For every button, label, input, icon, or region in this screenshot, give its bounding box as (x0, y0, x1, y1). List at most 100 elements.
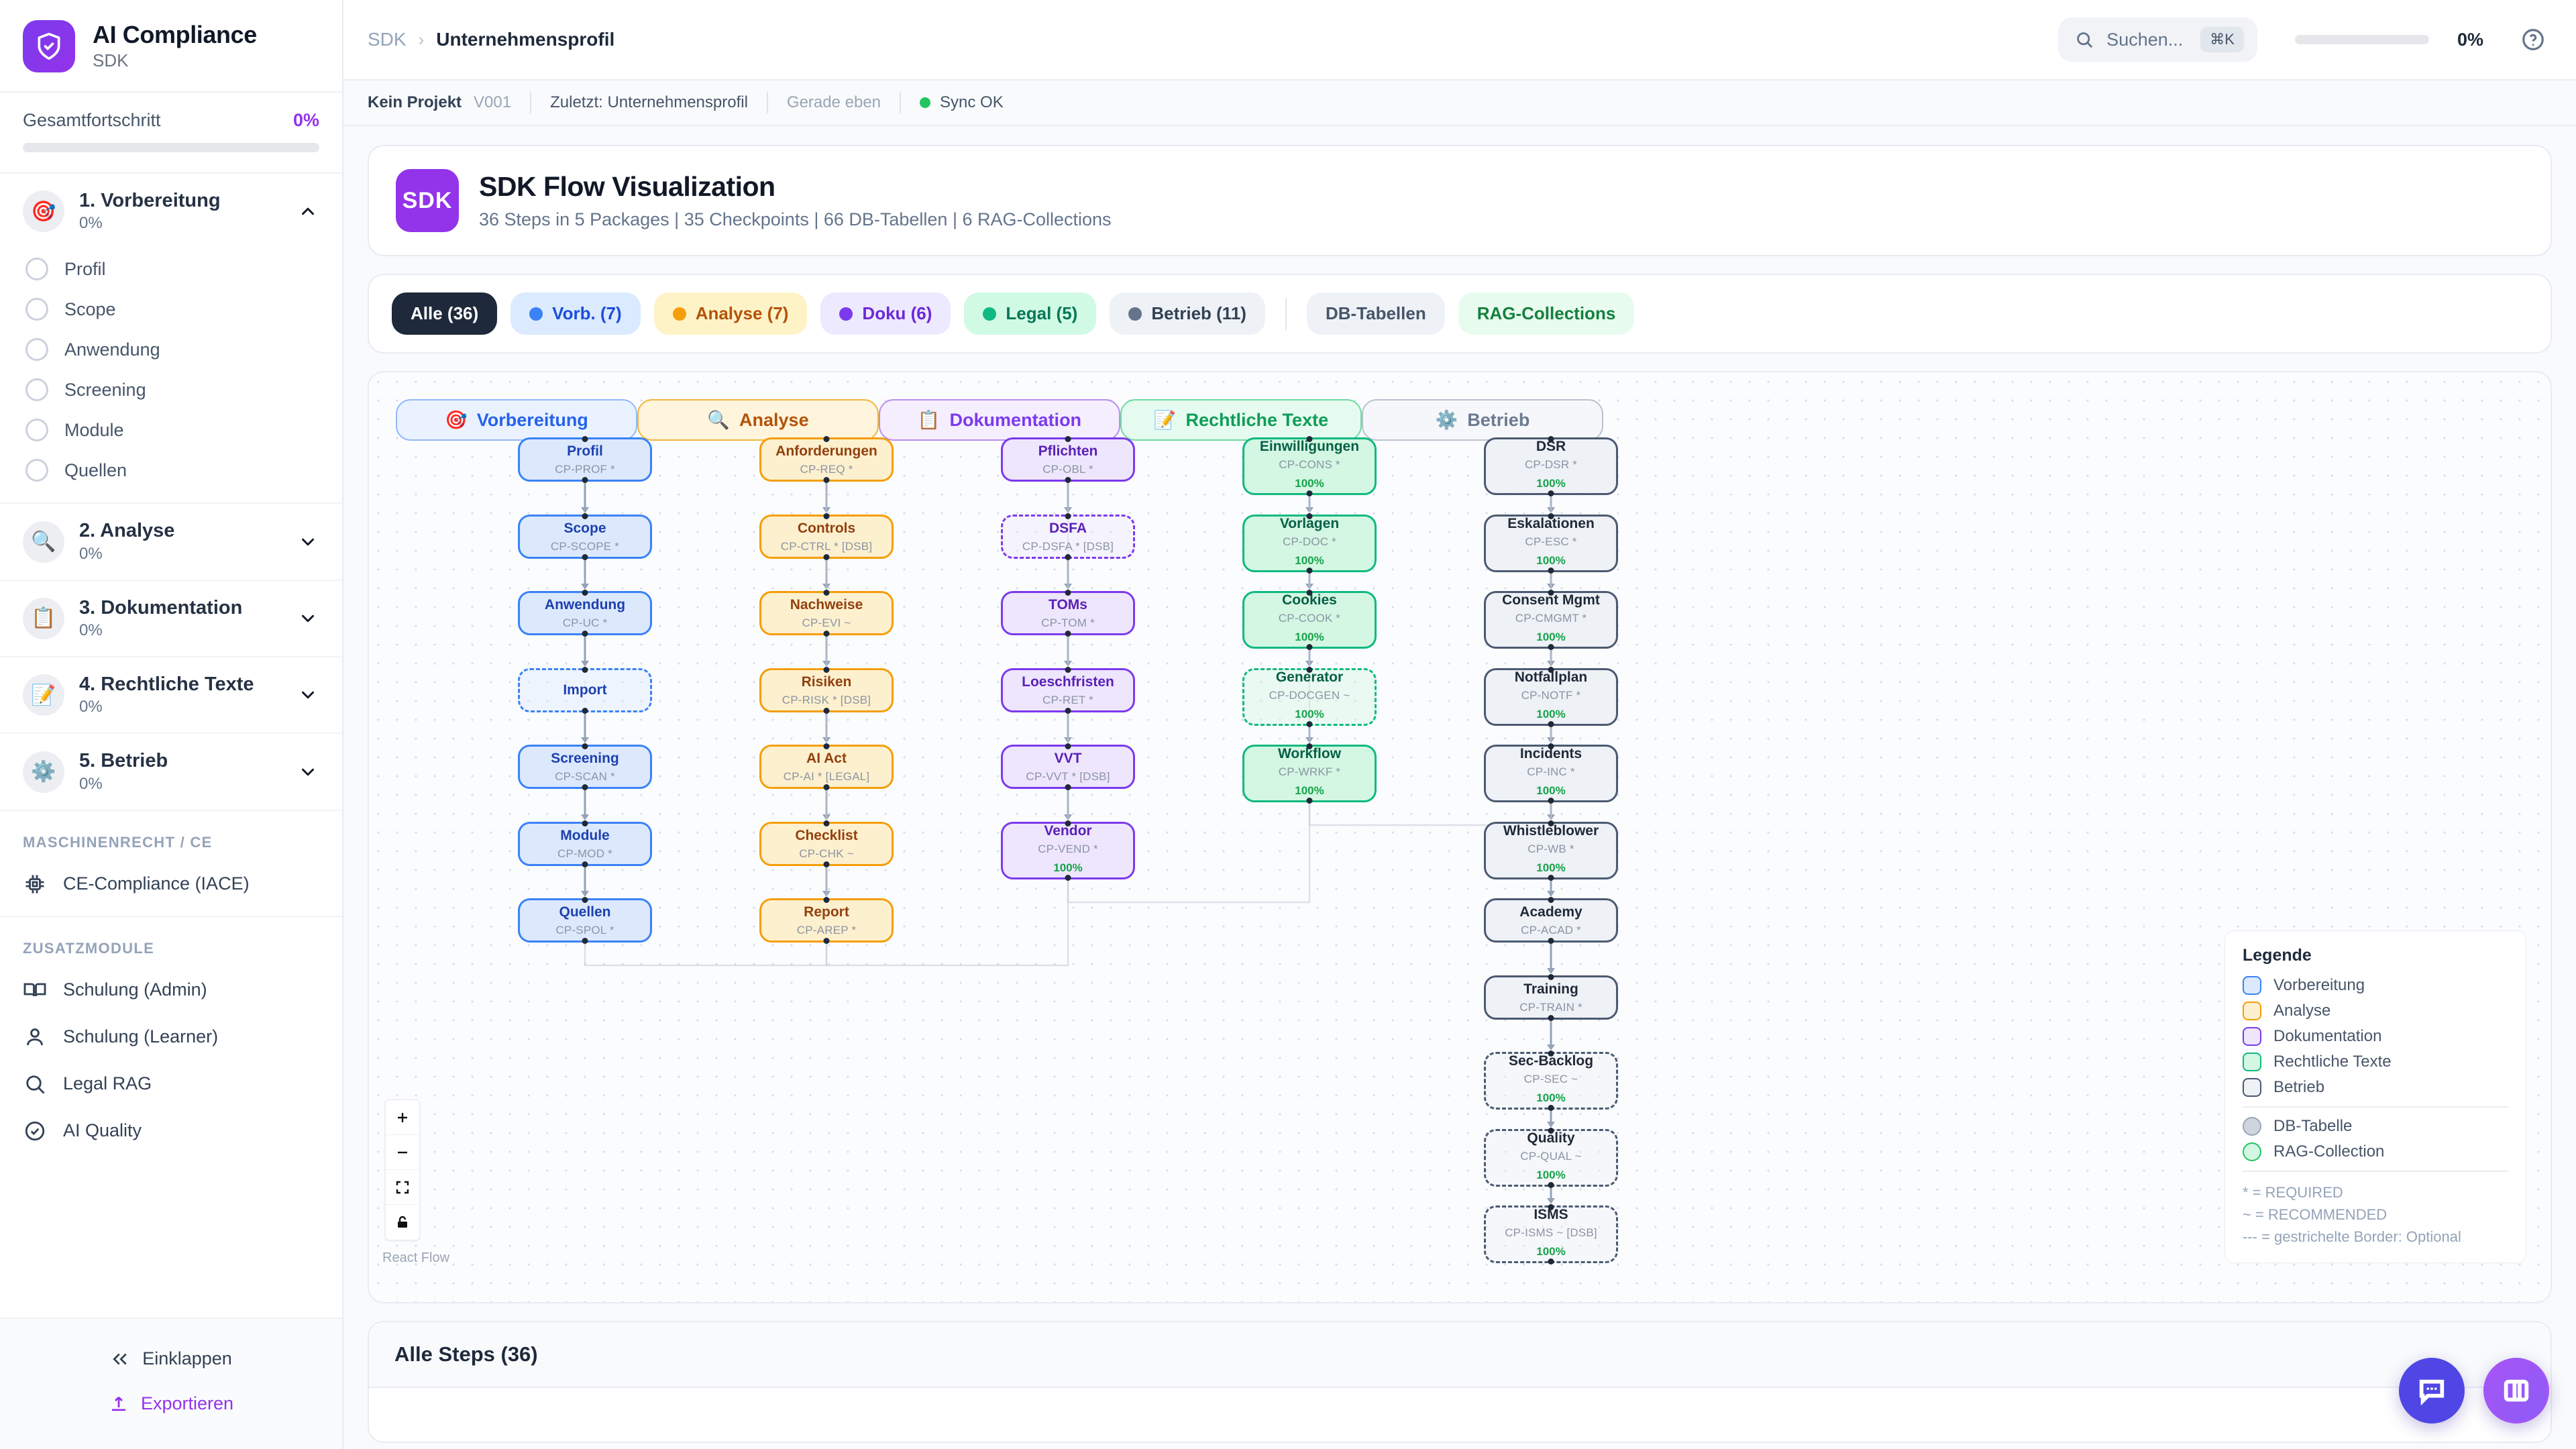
zoom-in-icon[interactable] (386, 1100, 419, 1135)
flow-group-vorbereitung: 🎯Vorbereitung (396, 399, 637, 441)
filter-pill-label: Vorb. (7) (552, 303, 622, 323)
sidebar-item-profil[interactable]: Profil (0, 249, 342, 289)
search-icon (26, 1075, 45, 1094)
panel-fab[interactable] (2483, 1358, 2549, 1424)
node-handle-bottom (1065, 631, 1071, 637)
flow-node-import[interactable]: Import (518, 667, 652, 714)
sidebar-item-ce-compliance[interactable]: CE-Compliance (IACE) (0, 861, 342, 908)
sidebar-item-quellen[interactable]: Quellen (0, 450, 342, 490)
node-title: Anforderungen (775, 443, 877, 459)
search-input[interactable]: Suchen... ⌘K (2058, 17, 2257, 62)
node-title: Loeschfristen (1022, 674, 1114, 690)
filter-pill-1[interactable]: Vorb. (7) (511, 292, 641, 335)
node-code: CP-DOC * (1283, 535, 1336, 549)
export-button[interactable]: Exportieren (0, 1381, 342, 1426)
filter-pill-5[interactable]: Betrieb (11) (1110, 292, 1265, 335)
node-code: CP-WB * (1527, 843, 1574, 856)
node-title: Report (804, 904, 849, 920)
sidebar-brand[interactable]: AI Compliance SDK (0, 0, 342, 93)
lock-icon[interactable] (386, 1205, 419, 1240)
page-title: SDK Flow Visualization (479, 171, 775, 202)
filter-extra-1[interactable]: RAG-Collections (1458, 292, 1635, 335)
chevron-down-icon[interactable] (297, 761, 319, 784)
phase-percent: 0% (79, 544, 103, 563)
flow-canvas[interactable]: 🎯Vorbereitung🔍Analyse📋Dokumentation📝Rech… (368, 371, 2552, 1303)
chevron-down-icon[interactable] (297, 684, 319, 706)
fit-view-icon[interactable] (386, 1170, 419, 1205)
breadcrumb-root[interactable]: SDK (368, 29, 407, 50)
phase-percent: 0% (79, 774, 103, 793)
sidebar-item-anwendung[interactable]: Anwendung (0, 329, 342, 370)
chat-fab[interactable] (2399, 1358, 2465, 1424)
sidebar-item-ai-quality[interactable]: AI Quality (0, 1108, 342, 1155)
sidebar-item-schulung-admin[interactable]: Schulung (Admin) (0, 967, 342, 1014)
sidebar-item-label: Anwendung (64, 339, 160, 360)
collapse-sidebar-button[interactable]: Einklappen (0, 1336, 342, 1381)
filter-pill-4[interactable]: Legal (5) (964, 292, 1097, 335)
meta-sync: Sync OK (940, 93, 1004, 111)
topbar-progress-value: 0% (2457, 29, 2483, 50)
chevron-down-icon[interactable] (297, 607, 319, 630)
filter-extra-0[interactable]: DB-Tabellen (1306, 292, 1445, 335)
filter-pill-3[interactable]: Doku (6) (820, 292, 951, 335)
collapse-label: Einklappen (142, 1348, 232, 1368)
filter-pill-2[interactable]: Analyse (7) (653, 292, 808, 335)
sidebar-item-schulung-learner[interactable]: Schulung (Learner) (0, 1014, 342, 1061)
chevron-down-icon[interactable] (297, 531, 319, 553)
zoom-out-icon[interactable] (386, 1135, 419, 1170)
filter-pill-0[interactable]: Alle (36) (392, 292, 498, 335)
help-button[interactable] (2520, 26, 2546, 53)
node-code: CP-DSR * (1524, 458, 1578, 472)
chevrons-left-icon (113, 1353, 127, 1364)
legend-label: Betrieb (2273, 1078, 2325, 1096)
meta-version: V001 (474, 93, 512, 111)
chevron-up-icon[interactable] (297, 200, 319, 223)
sidebar-item-screening[interactable]: Screening (0, 370, 342, 410)
sidebar-item-module[interactable]: Module (0, 410, 342, 450)
filter-pill-label: Doku (6) (862, 303, 932, 323)
sidebar-item-scope[interactable]: Scope (0, 289, 342, 329)
sidebar-item-legal-rag[interactable]: Legal RAG (0, 1061, 342, 1108)
legend-entity-1: RAG-Collection (2243, 1142, 2508, 1161)
